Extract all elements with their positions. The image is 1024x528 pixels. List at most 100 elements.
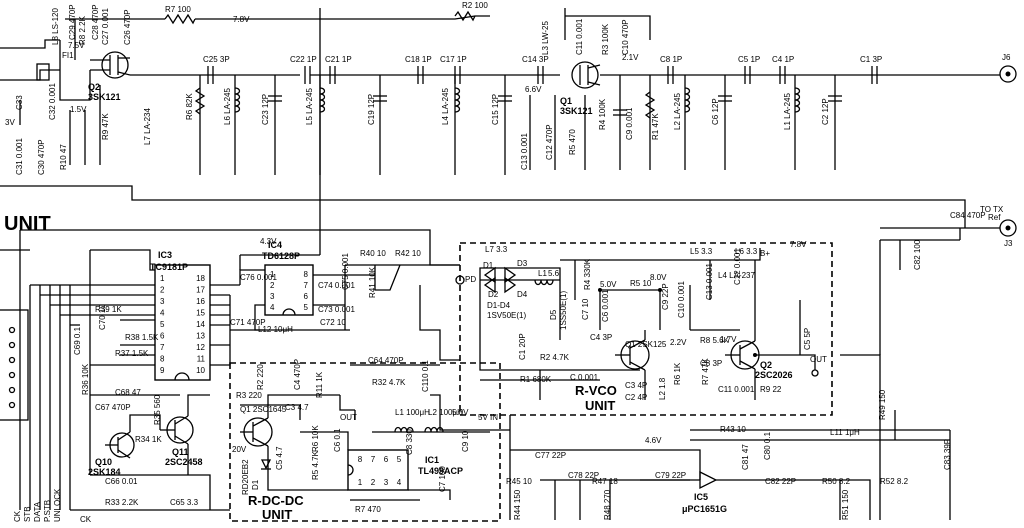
dc-label-c9: C9 10: [461, 430, 470, 452]
r-dcdc-labels: Q1 2SC1645 R3 220 R2 220 C4 470P C3 4.7 …: [232, 359, 498, 514]
label-c66: C66 0.01: [105, 477, 138, 486]
filter-fi1: [36, 63, 50, 81]
r-vco-label-1: R-VCO: [575, 383, 617, 398]
vco-label-r9: R9 22: [760, 385, 782, 394]
r-dcdc-label-2: UNIT: [262, 507, 292, 522]
dc-label-out: OUT: [340, 413, 357, 422]
ic3-pin-15: 15: [196, 309, 205, 318]
label-c81: C81 47: [741, 444, 750, 470]
ic3-chip: [154, 264, 211, 381]
label-ic3: IC3: [158, 250, 172, 260]
label-r38: R38 1.5K: [125, 333, 159, 342]
label-c21: C21 1P: [325, 55, 352, 64]
vco-label-d1: D1: [483, 261, 494, 270]
label-pd: PD: [465, 275, 476, 284]
label-c28: C28 470P: [91, 4, 100, 40]
label-c110: C110 0.1: [421, 360, 430, 392]
label-c25: C25 3P: [203, 55, 230, 64]
r-vco-labels: L7 3.3 D1 D3 D2 D4 D1-D4 1SV50E(1) L1 5.…: [483, 240, 827, 402]
label-c76: C76 0.001: [240, 273, 277, 282]
label-r52: R52 8.2: [880, 477, 909, 486]
label-r44: R44 150: [513, 489, 522, 520]
ic1-pin-5: 5: [397, 455, 402, 464]
ic3-pin-12: 12: [196, 343, 205, 352]
label-j6: J6: [1002, 53, 1011, 62]
label-ic1: IC1: [425, 455, 439, 465]
label-c13: C13 0.001: [520, 133, 529, 170]
out-terminal-vco: [811, 369, 819, 377]
ic3-pin-10: 10: [196, 366, 205, 375]
label-pstb: P.STB: [43, 500, 52, 522]
vco-voltage-78: 7.8V: [790, 240, 807, 249]
ic3-pin-8: 8: [160, 355, 165, 364]
label-r36: R36 10K: [81, 363, 90, 395]
label-q11: Q11: [172, 447, 189, 457]
label-c15: C15 12P: [491, 94, 500, 125]
vco-label-d5: D5: [549, 309, 558, 320]
label-l12: L12 10μH: [258, 325, 293, 334]
connector-j6: [999, 65, 1017, 83]
ic3-pin-17: 17: [196, 286, 205, 295]
vco-label-c-out: C 0.001: [570, 373, 599, 382]
label-c8: C8 1P: [660, 55, 682, 64]
vco-label-r7: R7 47K: [701, 358, 710, 385]
dc-label-r2: R2 220: [256, 364, 265, 390]
vco-label-c9: C9 22P: [661, 283, 670, 310]
label-c10: C10 470P: [621, 19, 630, 55]
ic4-pin-8: 8: [304, 270, 309, 279]
dc-label-vin: 5V IN: [478, 413, 498, 422]
dc-label-c7: C7 100: [438, 466, 447, 492]
label-c79: C79 22P: [655, 471, 686, 480]
dc-label-r3: R3 220: [236, 391, 262, 400]
ic4-pin-4: 4: [270, 303, 275, 312]
shunt-tanks: [194, 75, 842, 175]
label-c72: C72 10: [320, 318, 346, 327]
vco-label-d3: D3: [517, 259, 528, 268]
vco-label-d2: D2: [488, 290, 499, 299]
mid-section: [70, 219, 1017, 520]
vco-voltage-50: 5.0V: [600, 280, 617, 289]
label-ck: CK: [13, 510, 22, 522]
label-c30: C30 470P: [37, 139, 46, 175]
dc-label-c4: C4 470P: [293, 359, 302, 390]
ic3-pin-13: 13: [196, 332, 205, 341]
label-q1-rf: Q1: [560, 96, 572, 106]
ic3-pin-14: 14: [196, 320, 205, 329]
label-r9: R9 47K: [101, 113, 110, 140]
label-ic4-type: TD6128P: [262, 251, 300, 261]
vco-label-c6: C6 0.001: [601, 289, 610, 322]
vco-label-d1d4-type: 1SV50E(1): [487, 311, 526, 320]
dc-label-c5: C5 4.7: [275, 446, 284, 470]
label-q1-rf-type: 3SK121: [560, 106, 593, 116]
label-c71: C71 470P: [230, 318, 266, 327]
vco-label-c11: C11 0.001: [718, 385, 755, 394]
voltage-15: 1.5V: [70, 105, 87, 114]
dc-label-d1-type: RD20EB2: [241, 459, 250, 495]
label-c78: C78 22P: [568, 471, 599, 480]
label-l3: L3 LW-25: [541, 21, 550, 55]
connector-j3: [999, 219, 1017, 237]
ic1-pin-7: 7: [371, 455, 376, 464]
label-r43: R43 10: [720, 425, 746, 434]
label-c1: C1 3P: [860, 55, 882, 64]
label-r34: R34 1K: [135, 435, 162, 444]
label-r2: R2 100: [462, 1, 488, 10]
ic4-pin-7: 7: [304, 281, 309, 290]
label-data: DATA: [33, 501, 42, 522]
label-q10: Q10: [95, 457, 112, 467]
vco-label-c12: C12 0.001: [733, 248, 742, 285]
resistor-r2: [454, 10, 476, 22]
voltage-3: 3V: [5, 118, 15, 127]
label-r45: R45 10: [506, 477, 532, 486]
vco-label-r5: R5 10: [630, 279, 652, 288]
ic3-pin-5: 5: [160, 320, 165, 329]
voltage-46: 4.6V: [645, 436, 662, 445]
ic3-pin-1: 1: [160, 274, 165, 283]
series-capacitors: [207, 66, 878, 84]
transistor-q1-rf: [571, 61, 599, 89]
label-l6: L6 LA-245: [223, 88, 232, 125]
dc-voltage-20: 20V: [232, 445, 247, 454]
